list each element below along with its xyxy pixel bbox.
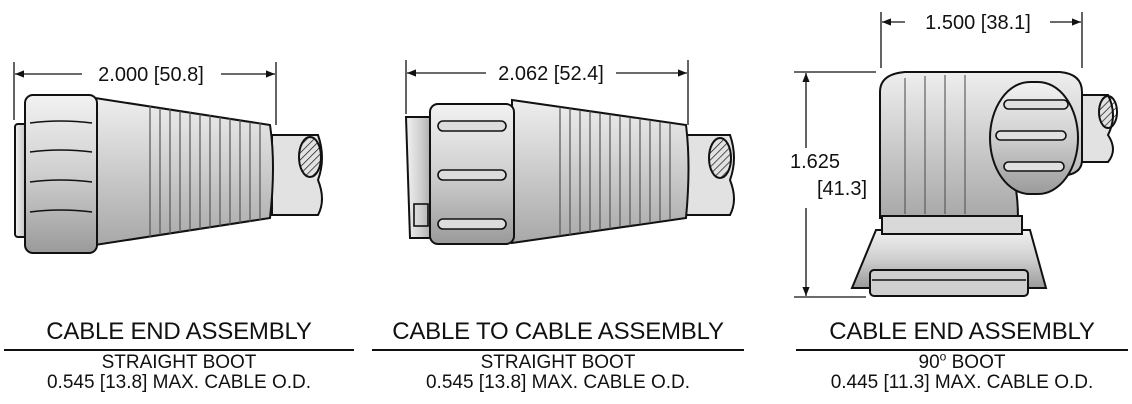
caption-cable-end-90: CABLE END ASSEMBLY 90o BOOT 0.445 [11.3]… [796, 318, 1128, 393]
caption-cable-to-cable: CABLE TO CABLE ASSEMBLY STRAIGHT BOOT 0.… [372, 318, 744, 393]
degree-mark: o [939, 349, 947, 364]
cable-stub [685, 134, 735, 216]
coupling-nut [24, 94, 98, 254]
caption-title: CABLE END ASSEMBLY [829, 318, 1095, 345]
caption-cable-od: 0.545 [13.8] MAX. CABLE O.D. [425, 372, 690, 393]
boot [94, 96, 274, 247]
height-dimension-inches: 1.625 [790, 151, 840, 173]
caption-boot: STRAIGHT BOOT [480, 352, 636, 373]
dimension-2000 [13, 62, 277, 125]
caption-cable-od: 0.445 [11.3] MAX. CABLE O.D. [830, 372, 1094, 393]
elbow-ribs [904, 75, 966, 214]
dimension-1500 [880, 12, 1083, 68]
receptacle-key [413, 203, 429, 227]
flange-neck [881, 215, 1023, 235]
caption-boot: 90o BOOT [796, 349, 1128, 373]
caption-title: CABLE TO CABLE ASSEMBLY [392, 318, 724, 345]
nut-grip-ribs [437, 120, 507, 230]
flange-base [869, 269, 1029, 297]
dimension-label: 2.000 [50.8] [98, 64, 204, 86]
cable-end-90-drawing: 1.500 [38.1] 1.625 [41.3] [790, 12, 1118, 298]
cable-stub [271, 134, 323, 216]
dimension-label: 2.062 [52.4] [498, 63, 604, 85]
caption-cable-od: 0.545 [13.8] MAX. CABLE O.D. [46, 372, 311, 393]
cap-grip-ribs [995, 99, 1069, 172]
boot-ribs [149, 106, 261, 237]
cable-stub [1077, 94, 1118, 163]
cable-end-straight-drawing: 2.000 [50.8] [13, 62, 323, 254]
caption-boot: STRAIGHT BOOT [101, 352, 257, 373]
boot-word: BOOT [951, 352, 1006, 373]
caption-rule [4, 349, 354, 351]
cable-to-cable-drawing: 2.062 [52.4] [404, 60, 735, 245]
boot-angle: 90 [918, 352, 940, 373]
height-dimension-mm: [41.3] [817, 178, 867, 200]
boot-ribs [559, 107, 671, 236]
caption-rule [372, 349, 744, 351]
dimension-2062 [405, 60, 689, 125]
dimension-1625 [794, 71, 876, 298]
width-dimension-label: 1.500 [38.1] [925, 12, 1031, 34]
nut-grip-ribs [29, 120, 93, 213]
caption-rule [796, 349, 1128, 351]
caption-cable-end-straight: CABLE END ASSEMBLY STRAIGHT BOOT 0.545 [… [4, 318, 354, 393]
caption-title: CABLE END ASSEMBLY [46, 318, 312, 345]
